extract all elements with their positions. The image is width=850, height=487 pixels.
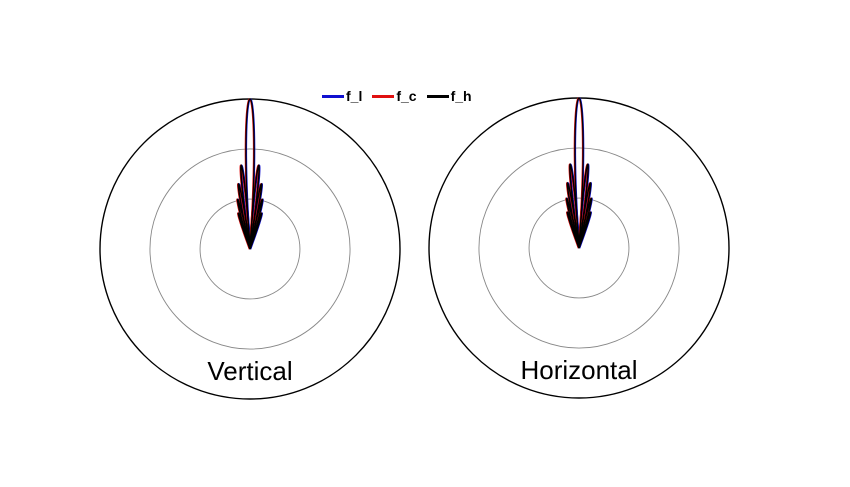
panel-label: Vertical [207,356,292,386]
grid-ring [528,197,630,299]
series-f-h [236,98,264,250]
legend-label-f-l: f_l [346,88,363,104]
main-lobe [245,98,255,250]
side-lobe [237,212,251,250]
polar-panel-vertical: Vertical [99,98,401,400]
grid-ring [149,148,351,350]
grid-ring [199,198,301,300]
legend-label-f-h: f_h [450,88,472,104]
side-lobe [566,211,580,249]
legend: f_l f_c f_h [322,88,472,104]
polar-panel-horizontal: Horizontal [428,97,730,399]
grid-ring [478,147,680,349]
series-f-h [565,97,593,249]
legend-item-f-l: f_l [322,88,362,104]
legend-item-f-c: f_c [372,88,417,104]
side-lobe [578,211,592,249]
legend-swatch-f-l [322,94,344,98]
legend-label-f-c: f_c [396,88,417,104]
legend-swatch-f-c [372,94,395,98]
panel-label: Horizontal [520,355,637,385]
side-lobe [249,212,263,250]
legend-swatch-f-h [426,94,449,98]
main-lobe [574,97,584,249]
legend-item-f-h: f_h [426,88,472,104]
